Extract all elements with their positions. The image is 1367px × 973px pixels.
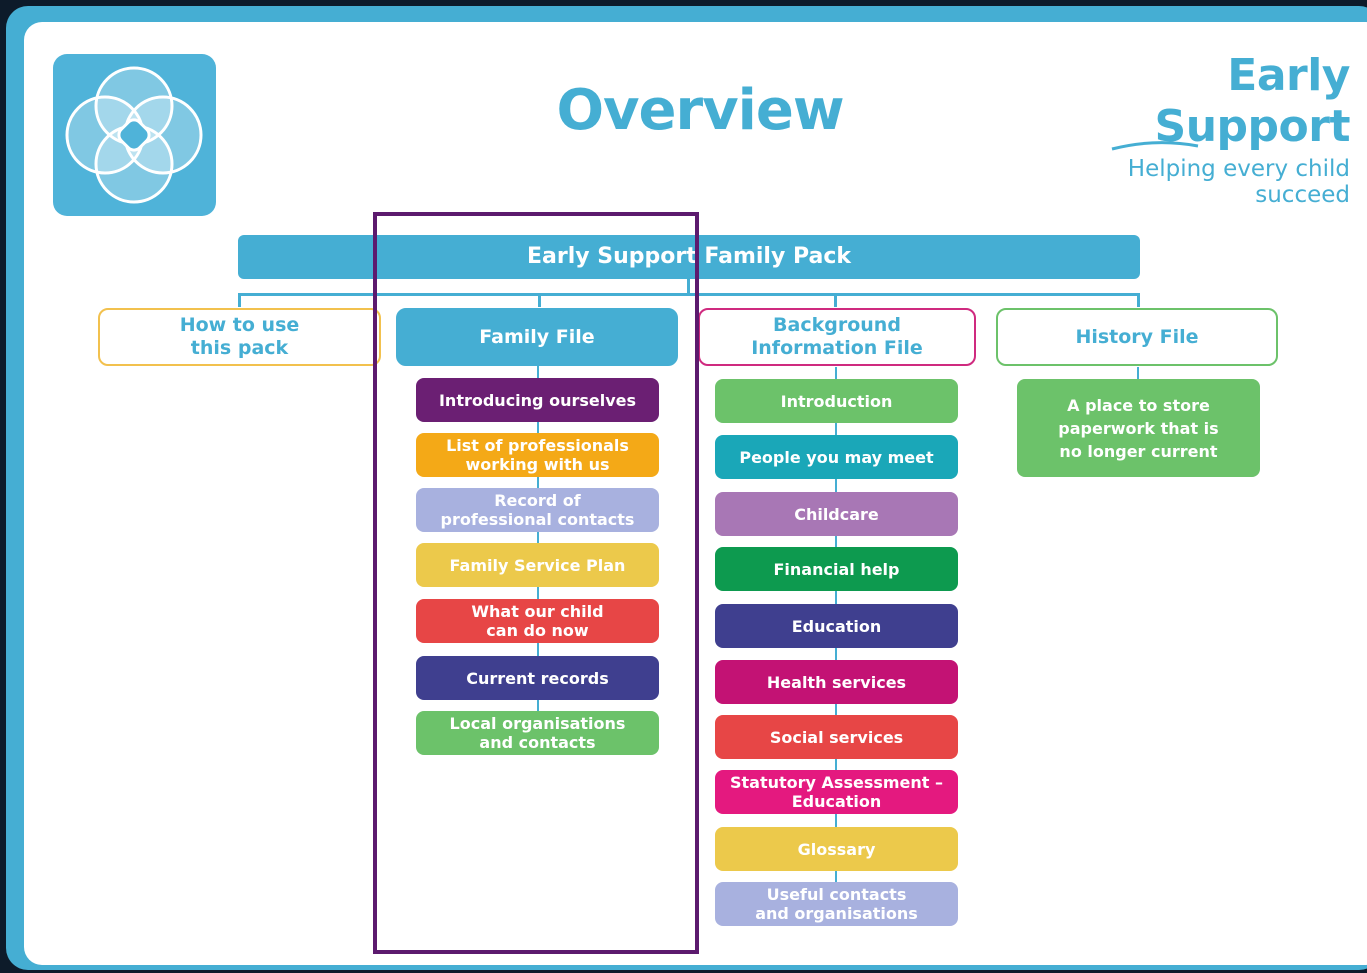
column-header-family-file: Family File: [396, 308, 678, 366]
diagram-item: Record of professional contacts: [416, 488, 659, 532]
brand-block: Early Support Helping every child succee…: [1030, 50, 1351, 208]
diagram-item: Local organisations and contacts: [416, 711, 659, 755]
diagram-item: List of professionals working with us: [416, 433, 659, 477]
diagram-item: Health services: [715, 660, 958, 704]
column-header-background-information: Background Information File: [698, 308, 976, 366]
overlapping-circles-icon: [65, 66, 203, 204]
family-file-highlight: [373, 212, 699, 954]
diagram-item: Statutory Assessment – Education: [715, 770, 958, 814]
diagram-item: Glossary: [715, 827, 958, 871]
diagram-item: Social services: [715, 715, 958, 759]
diagram-item: What our child can do now: [416, 599, 659, 643]
diagram-item: Introduction: [715, 379, 958, 423]
diagram-item: Education: [715, 604, 958, 648]
connector-col-3: [834, 293, 837, 307]
diagram-item: Useful contacts and organisations: [715, 882, 958, 926]
diagram-item: Financial help: [715, 547, 958, 591]
connector-col-4: [1137, 293, 1140, 307]
tagline-swoosh-icon: [1111, 141, 1199, 151]
brand-tagline: Helping every child succeed: [1127, 156, 1350, 208]
diagram-item: People you may meet: [715, 435, 958, 479]
family-pack-bar: Early Support Family Pack: [238, 235, 1140, 279]
diagram-item: Childcare: [715, 492, 958, 536]
column-header-how-to-use: How to use this pack: [98, 308, 381, 366]
diagram-item: A place to store paperwork that is no lo…: [1017, 379, 1260, 477]
early-support-logo: [53, 54, 216, 216]
diagram-item: Family Service Plan: [416, 543, 659, 587]
brand-name: Early Support: [1154, 50, 1351, 152]
diagram-item: Current records: [416, 656, 659, 700]
diagram-item: Introducing ourselves: [416, 378, 659, 422]
connector-col-2: [538, 293, 541, 307]
connector-col-1: [238, 293, 241, 307]
connector-main: [687, 279, 690, 294]
column-header-history-file: History File: [996, 308, 1278, 366]
connector-history-items: [1137, 367, 1139, 381]
page-title: Overview: [556, 78, 844, 143]
connector-horizontal: [238, 293, 1140, 296]
